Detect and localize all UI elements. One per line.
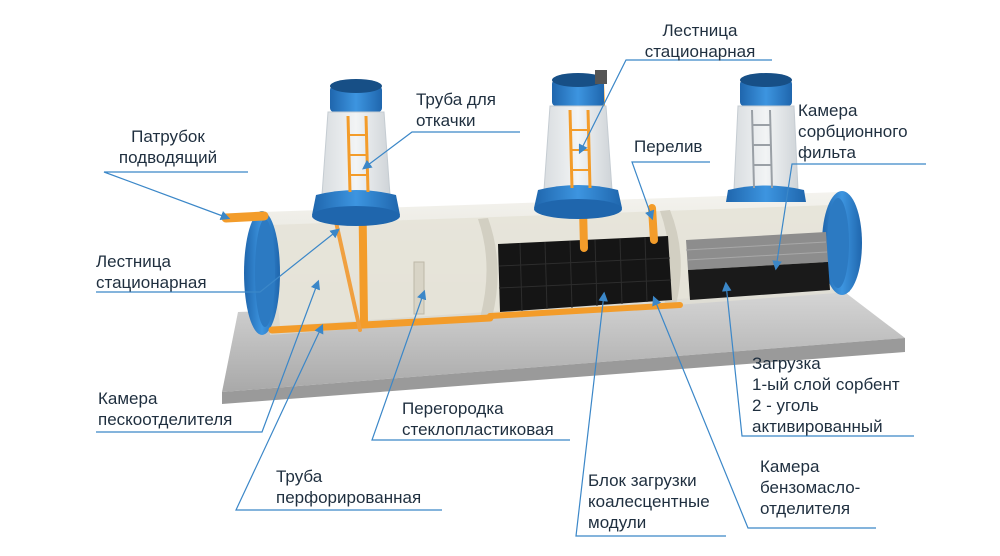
manhole-1 bbox=[312, 79, 400, 226]
leader-sand bbox=[96, 279, 320, 433]
concrete-base-side bbox=[222, 338, 905, 404]
leader-ladder-left bbox=[96, 228, 340, 293]
leader-ladder-top bbox=[578, 59, 772, 155]
leader-partition bbox=[371, 289, 570, 441]
leader-coalescent bbox=[575, 291, 726, 537]
glass-partition bbox=[413, 261, 425, 315]
label-overflow: Перелив bbox=[634, 137, 703, 156]
manhole-2 bbox=[534, 70, 622, 219]
manhole-3 bbox=[726, 73, 806, 202]
leader-perforated bbox=[235, 323, 442, 511]
leader-oil bbox=[652, 295, 876, 529]
inlet-pipe-shape bbox=[221, 211, 269, 223]
coalescent-block-shape bbox=[498, 236, 672, 312]
partition-wall-2 bbox=[660, 210, 681, 306]
bottom-perforated-pipe bbox=[268, 314, 494, 334]
leader-overflow bbox=[631, 161, 710, 221]
leader-inlet bbox=[103, 171, 248, 220]
leader-pump bbox=[362, 131, 520, 170]
leader-load bbox=[721, 281, 914, 437]
leader-sorption bbox=[772, 163, 926, 271]
sorbent-layer bbox=[686, 232, 828, 270]
partition-wall-1 bbox=[478, 218, 498, 318]
